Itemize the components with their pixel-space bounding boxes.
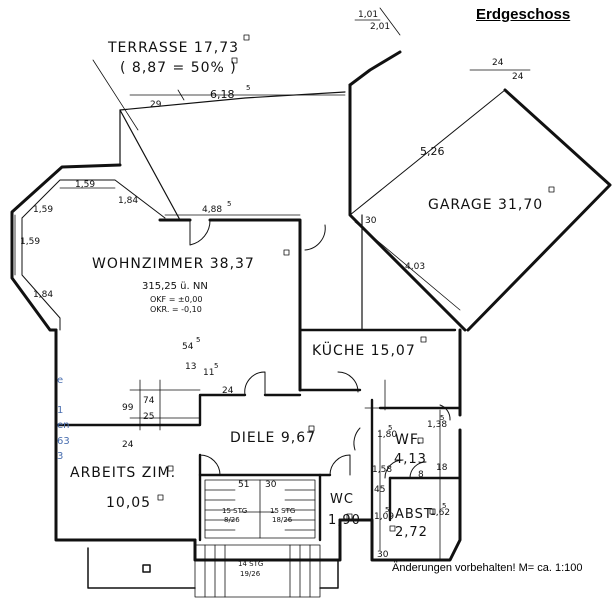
dim-1-84a: 1,84 [118,196,139,206]
dim-24c: 24 [222,386,234,396]
room-area-arbeitszimmer: 10,05 [106,495,152,511]
room-label-arbeitszimmer: ARBEITS ZIM. [70,465,177,481]
dim-29: 29 [150,100,162,110]
dim-25: 25 [143,412,155,422]
dim-13: 13 [185,362,197,372]
room-label-kueche: KÜCHE 15,07 [312,343,416,359]
page-title: Erdgeschoss [476,6,571,23]
dim-2-01: 2,01 [370,22,391,32]
room-label-wohnzimmer: WOHNZIMMER 38,37 [92,256,255,272]
dimension-lines [14,7,531,561]
inner-walls [21,179,462,542]
stair-label-upper-right: 15 STG [270,507,296,515]
area-markers [157,34,555,532]
side-mark-4: 63 [57,436,70,447]
stair-sub-upper-right: 18/26 [272,516,293,524]
dim-1-59a: 1,59 [75,180,96,190]
room-label-terrasse-share: ( 8,87 = 50% ) [120,60,237,76]
dim-30c: 30 [377,550,389,560]
stair-sub-upper-left: 8/26 [224,516,240,524]
stairs-lower [194,544,321,598]
dim-74: 74 [143,396,155,406]
dim-51: 51 [238,480,250,490]
room-area-wc: 1,90 [328,513,361,528]
dim-1-38-sup: 5 [440,414,445,422]
stairs-upper [204,479,316,539]
door-swings [189,219,451,479]
outer-walls [10,163,462,562]
dim-45: 45 [374,485,386,495]
dim-1-58: 1,58 [372,465,393,475]
dim-11: 11 [203,368,215,378]
room-okf-wohnzimmer: OKF = ±0,00 [150,295,203,304]
dim-24d: 24 [122,440,134,450]
stair-sub-lower: 19/26 [240,570,261,578]
side-mark-2: 1 [57,405,64,416]
garage-walls [348,50,612,332]
room-label-diele: DIELE 9,67 [230,430,317,446]
side-mark-1: e [57,375,64,386]
dim-8: 8 [418,470,424,480]
dim-1-80-sup: 5 [388,424,393,432]
room-okr-wohnzimmer: OKR. = -0,10 [150,305,202,314]
dim-4-88-sup: 5 [227,200,232,208]
room-label-wc: WC [330,492,354,507]
room-label-wf: WF. [395,432,423,448]
footer-note: Änderungen vorbehalten! M= ca. 1:100 [392,562,583,574]
dim-24b: 24 [512,72,524,82]
dim-18: 18 [436,463,448,473]
dim-11-sup: 5 [214,362,219,370]
dim-1-09-sup: 5 [385,506,390,514]
room-area-wf: 4,13 [394,452,427,467]
dim-1-62: 1,62 [430,508,451,518]
side-mark-5: 3 [57,451,64,462]
dim-30a: 30 [365,216,377,226]
dim-4-03: 4,03 [405,262,426,272]
room-label-garage: GARAGE 31,70 [428,197,544,213]
dim-30b: 30 [265,480,277,490]
room-label-abst: ABST [395,507,433,522]
entry-platform [87,547,339,589]
dim-4-88: 4,88 [202,205,223,215]
dim-24a: 24 [492,58,504,68]
dim-54-sup: 5 [196,336,201,344]
room-area-abst: 2,72 [395,525,428,540]
room-level-wohnzimmer: 315,25 ü. NN [142,281,208,292]
dim-1-62-sup: 5 [442,502,447,510]
dim-6-18: 6,18 [210,88,235,101]
stair-label-upper-left: 15 STG [222,507,248,515]
stair-label-lower: 14 STG [238,560,264,568]
dim-1-59c: 1,59 [20,237,41,247]
dim-1-38: 1,38 [427,420,448,430]
side-mark-3: en [57,420,70,431]
dim-1-59b: 1,59 [33,205,54,215]
dim-5-26: 5,26 [420,145,445,158]
dim-1-09: 1,09 [374,512,395,522]
room-label-terrasse: TERRASSE 17,73 [108,40,240,56]
dim-1-80: 1,80 [377,430,398,440]
dim-1-01: 1,01 [358,10,379,20]
dim-54: 54 [182,342,194,352]
dim-99: 99 [122,403,134,413]
dim-6-18-sup: 5 [246,84,251,92]
dim-1-84b: 1,84 [33,290,54,300]
